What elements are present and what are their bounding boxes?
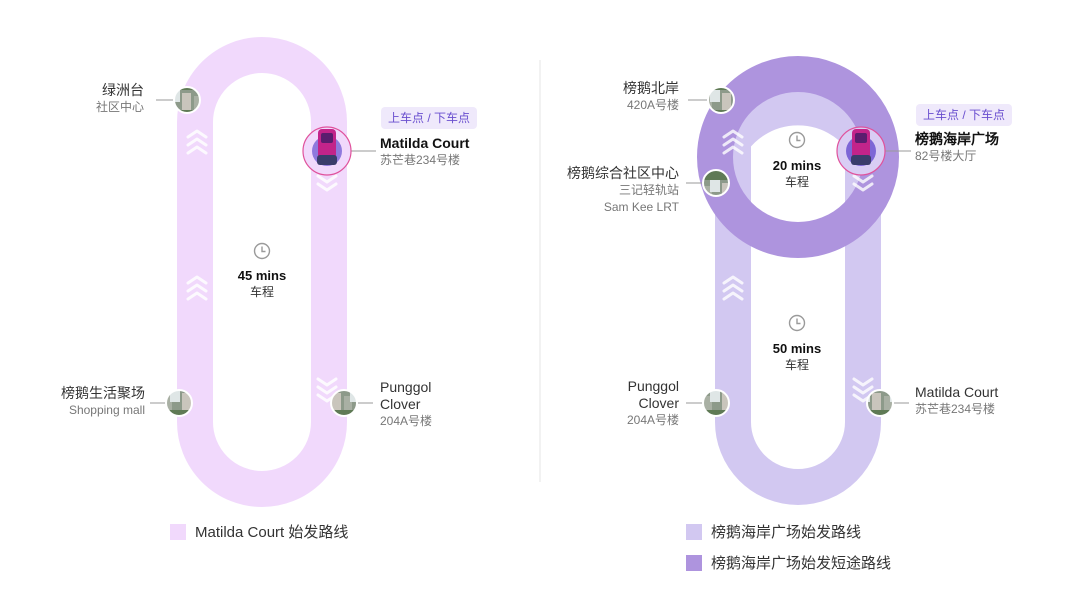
stop-label-punggol-clover-right: Punggol Clover 204A号楼 <box>627 378 679 429</box>
legend-right-short-route: 榜鹅海岸广场始发短途路线 <box>686 552 891 573</box>
stop-photo-beian[interactable] <box>707 86 735 114</box>
right-leader-lines <box>686 99 911 404</box>
stop-name: 榜鹅综合社区中心 <box>567 165 679 181</box>
stop-photo-matilda-court-right[interactable] <box>866 389 894 417</box>
left-leader-lines <box>150 99 376 404</box>
right-route-long-loop <box>715 89 881 505</box>
stop-sub: 420A号楼 <box>626 98 679 112</box>
stop-sub: 三记轻轨站 <box>618 183 679 197</box>
stop-sub: 82号楼大厅 <box>915 149 977 163</box>
stop-name: 榜鹅北岸 <box>623 80 679 96</box>
stop-label-shenghuojuchang: 榜鹅生活聚场 Shopping mall <box>61 385 145 419</box>
stop-sub: 苏芒巷234号楼 <box>380 153 461 167</box>
pickup-dropoff-badge-left: 上车点 / 下车点 <box>381 107 478 129</box>
stop-sub: 苏芒巷234号楼 <box>915 402 996 416</box>
stop-label-punggol-clover-left: Punggol Clover 204A号楼 <box>380 379 432 430</box>
stop-sub: Shopping mall <box>68 403 145 417</box>
stop-label-lvzhoutai: 绿洲台 社区中心 <box>96 82 144 116</box>
duration-left: 45 mins 车程 <box>217 267 307 300</box>
stop-name: 榜鹅生活聚场 <box>61 385 145 401</box>
stop-name-line2: Clover <box>638 395 679 411</box>
stop-sub: 204A号楼 <box>380 414 433 428</box>
legend-label: 榜鹅海岸广场始发短途路线 <box>711 555 892 572</box>
stop-name: 绿洲台 <box>102 82 144 98</box>
pickup-marker-matilda-court[interactable] <box>302 126 352 176</box>
clock-icon-right-long <box>788 314 806 332</box>
stop-name-line2: Clover <box>380 396 421 412</box>
duration-right-long: 50 mins 车程 <box>752 340 842 373</box>
legend-right-route: 榜鹅海岸广场始发路线 <box>686 521 861 542</box>
stop-label-beian: 榜鹅北岸 420A号楼 <box>623 80 679 114</box>
legend-swatch <box>686 554 702 571</box>
duration-value: 45 mins <box>237 268 287 283</box>
stop-name-line1: Punggol <box>627 378 679 394</box>
stop-name: 榜鹅海岸广场 <box>915 131 999 147</box>
duration-value: 50 mins <box>772 341 822 356</box>
clock-icon-left <box>253 242 271 260</box>
stop-sub: 204A号楼 <box>626 413 679 427</box>
stop-photo-lvzhoutai[interactable] <box>173 86 201 114</box>
pickup-dropoff-badge-right: 上车点 / 下车点 <box>916 104 1013 126</box>
duration-right-short: 20 mins 车程 <box>752 157 842 190</box>
legend-left-route: Matilda Court 始发路线 <box>170 521 348 542</box>
stop-photo-shequzhongxin[interactable] <box>702 169 730 197</box>
right-route-up-chevrons <box>722 129 744 301</box>
stop-name: Matilda Court <box>915 384 999 400</box>
legend-swatch <box>170 523 186 540</box>
duration-value: 20 mins <box>772 158 822 173</box>
clock-icon-right-short <box>788 131 806 149</box>
duration-unit: 车程 <box>784 175 809 189</box>
stop-label-matilda-court-right: Matilda Court 苏芒巷234号楼 <box>915 384 998 418</box>
stop-photo-punggol-clover-right[interactable] <box>702 389 730 417</box>
left-route-loop <box>177 37 347 507</box>
legend-label: Matilda Court 始发路线 <box>195 524 349 541</box>
stop-label-matilda-court: Matilda Court 苏芒巷234号楼 <box>380 135 469 169</box>
legend-label: 榜鹅海岸广场始发路线 <box>711 524 862 541</box>
stop-label-haianguangchang: 榜鹅海岸广场 82号楼大厅 <box>915 131 999 165</box>
stop-sub2: Sam Kee LRT <box>603 200 679 214</box>
stop-label-shequzhongxin: 榜鹅综合社区中心 三记轻轨站 Sam Kee LRT <box>567 165 679 216</box>
duration-unit: 车程 <box>784 358 809 372</box>
stop-name: Matilda Court <box>380 135 470 151</box>
left-route-up-chevrons <box>186 129 208 301</box>
pickup-marker-haianguangchang[interactable] <box>836 126 886 176</box>
stop-photo-shenghuojuchang[interactable] <box>165 389 193 417</box>
stop-name-line1: Punggol <box>380 379 432 395</box>
duration-unit: 车程 <box>249 285 274 299</box>
stop-photo-punggol-clover-left[interactable] <box>330 389 358 417</box>
legend-swatch <box>686 523 702 540</box>
stop-sub: 社区中心 <box>95 100 144 114</box>
